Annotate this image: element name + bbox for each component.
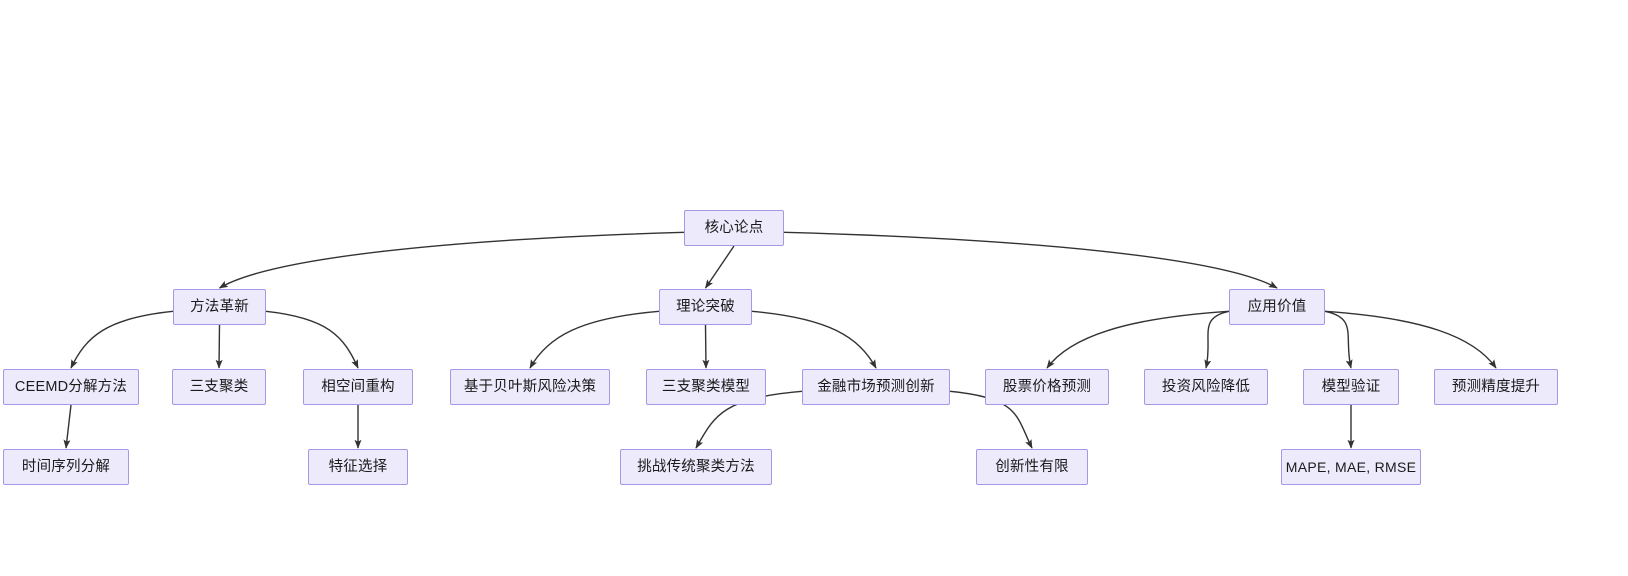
- node-label: 相空间重构: [321, 378, 395, 395]
- node-bayes[interactable]: 基于贝叶斯风险决策: [450, 369, 610, 405]
- node-label: 时间序列分解: [21, 458, 111, 475]
- node-label: 核心论点: [704, 219, 764, 236]
- node-label: 投资风险降低: [1161, 378, 1251, 395]
- node-label: 理论突破: [676, 298, 735, 315]
- node-label: 三支聚类: [189, 378, 249, 395]
- node-risk-lower[interactable]: 投资风险降低: [1144, 369, 1268, 405]
- node-feat-select[interactable]: 特征选择: [308, 449, 408, 485]
- node-core[interactable]: 核心论点: [684, 210, 784, 246]
- node-label: 股票价格预测: [1002, 378, 1092, 395]
- node-limited[interactable]: 创新性有限: [976, 449, 1088, 485]
- node-label: 方法革新: [190, 298, 249, 315]
- node-label: 金融市场预测创新: [817, 378, 935, 395]
- node-label: 特征选择: [328, 458, 388, 475]
- node-label: 预测精度提升: [1451, 378, 1541, 395]
- node-challenge[interactable]: 挑战传统聚类方法: [620, 449, 772, 485]
- node-label: 基于贝叶斯风险决策: [463, 378, 597, 395]
- node-method[interactable]: 方法革新: [173, 289, 266, 325]
- node-stock-price[interactable]: 股票价格预测: [985, 369, 1109, 405]
- node-metrics[interactable]: MAPE, MAE, RMSE: [1281, 449, 1421, 485]
- node-accuracy[interactable]: 预测精度提升: [1434, 369, 1558, 405]
- node-phase-space[interactable]: 相空间重构: [303, 369, 413, 405]
- node-fin-market[interactable]: 金融市场预测创新: [802, 369, 950, 405]
- node-label: 应用价值: [1247, 298, 1307, 315]
- node-label: MAPE, MAE, RMSE: [1285, 459, 1417, 475]
- node-tri-cluster[interactable]: 三支聚类: [172, 369, 266, 405]
- node-label: 模型验证: [1321, 378, 1381, 395]
- node-ceemd[interactable]: CEEMD分解方法: [3, 369, 139, 405]
- node-theory[interactable]: 理论突破: [659, 289, 752, 325]
- node-tri-model[interactable]: 三支聚类模型: [646, 369, 766, 405]
- node-label: CEEMD分解方法: [14, 378, 128, 395]
- node-label: 挑战传统聚类方法: [637, 458, 755, 475]
- node-application[interactable]: 应用价值: [1229, 289, 1325, 325]
- node-label: 创新性有限: [995, 458, 1069, 475]
- node-validation[interactable]: 模型验证: [1303, 369, 1399, 405]
- node-ts-decomp[interactable]: 时间序列分解: [3, 449, 129, 485]
- node-label: 三支聚类模型: [661, 378, 751, 395]
